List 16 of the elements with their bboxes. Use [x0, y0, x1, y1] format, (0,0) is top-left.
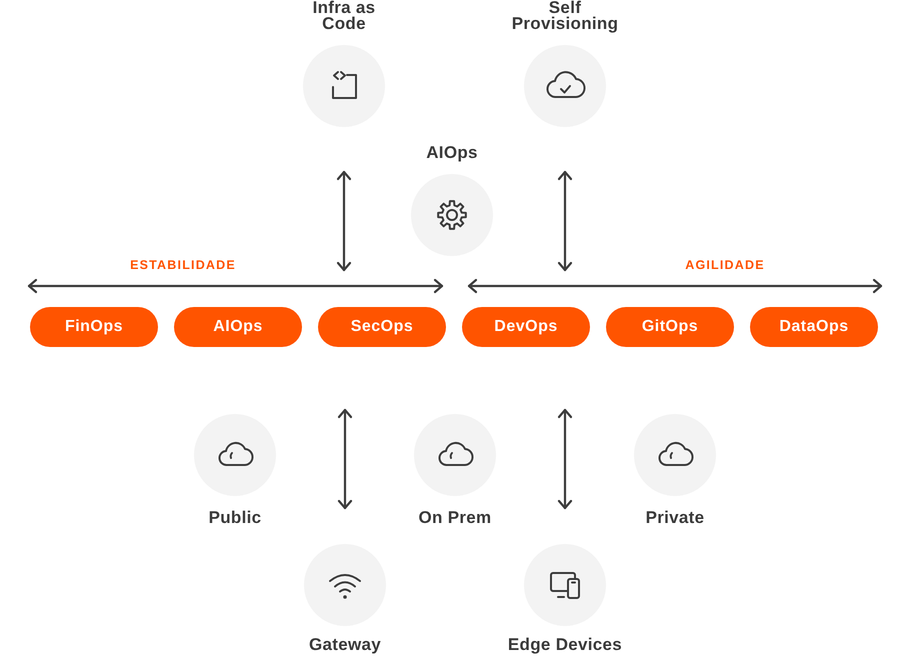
ops-pill: GitOps	[606, 307, 734, 347]
node-title: On Prem	[418, 508, 492, 528]
section-label: ESTABILIDADE	[130, 258, 236, 272]
node-title: Self Provisioning	[510, 0, 620, 32]
node-title: Gateway	[308, 635, 382, 655]
ops-pill: AIOps	[174, 307, 302, 347]
ops-pill: SecOps	[318, 307, 446, 347]
node-title: Private	[646, 508, 704, 528]
node-title: AIOps	[425, 145, 479, 161]
node-title: Public	[208, 508, 262, 528]
node-title: Infra as Code	[312, 0, 376, 32]
node-title: Edge Devices	[508, 635, 622, 655]
ops-pill: DevOps	[462, 307, 590, 347]
section-label: AGILIDADE	[685, 258, 765, 272]
ops-pill: FinOps	[30, 307, 158, 347]
ops-pill: DataOps	[750, 307, 878, 347]
